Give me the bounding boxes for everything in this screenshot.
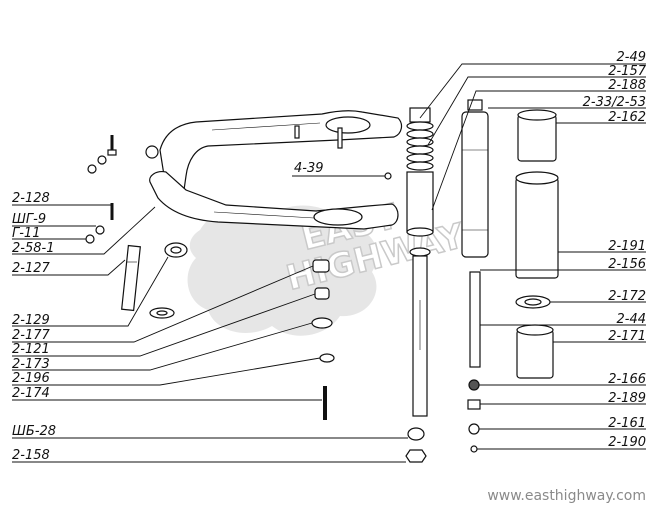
damper-washer xyxy=(409,247,431,257)
bolt-2-189 xyxy=(467,399,481,410)
washer-2-129-hole xyxy=(156,310,168,316)
bushing-2-121 xyxy=(314,287,330,300)
lead-2-127 xyxy=(12,259,126,276)
swing-arm xyxy=(145,110,403,230)
sleeve-2-162 xyxy=(517,114,557,162)
nut-4-39 xyxy=(384,172,392,180)
lead-2-196 xyxy=(12,357,321,386)
swing-arm-upper-eye xyxy=(325,116,371,134)
washer-2-196 xyxy=(319,353,335,363)
upper-casing-2-33 xyxy=(461,111,489,258)
sleeve-2-191-top xyxy=(515,171,559,185)
sleeve-2-171-top xyxy=(516,324,554,336)
washer-top xyxy=(97,155,107,165)
nut-g11 xyxy=(85,234,95,244)
pin-2-127 xyxy=(121,244,141,312)
lead-2-157 xyxy=(427,76,646,146)
bolt-top-head xyxy=(107,149,117,156)
telescopic-unit xyxy=(461,99,489,453)
lead-2-49 xyxy=(419,63,646,119)
part-labels: 2-49 2-157 2-188 2-33/2-53 2-162 4-39 2-… xyxy=(12,50,647,463)
label-g11: Г-11 xyxy=(12,226,40,241)
label-2-129: 2-129 xyxy=(12,313,50,328)
label-2-191: 2-191 xyxy=(608,239,646,254)
label-2-128: 2-128 xyxy=(12,191,50,206)
nut-2-161 xyxy=(468,423,480,435)
label-2-189: 2-189 xyxy=(608,391,646,406)
label-shb28: ШБ-28 xyxy=(12,424,56,439)
washer-2-190 xyxy=(470,445,478,453)
washer-2-173 xyxy=(311,317,333,329)
lead-2-188 xyxy=(431,90,646,211)
watermark-splash xyxy=(187,205,378,336)
label-shg9: ШГ-9 xyxy=(12,212,46,227)
damper-column xyxy=(405,107,434,463)
sleeve-2-162-top xyxy=(517,109,557,121)
swing-arm-stud xyxy=(294,125,300,139)
right-sleeves xyxy=(515,109,559,379)
spring-seat-top xyxy=(409,107,431,123)
pin-assembly xyxy=(121,242,188,319)
label-2-173: 2-173 xyxy=(12,357,50,372)
label-2-174: 2-174 xyxy=(12,386,50,401)
leader-lines xyxy=(12,63,646,463)
label-2-190: 2-190 xyxy=(608,435,646,450)
swing-arm-hatch xyxy=(211,122,321,131)
label-4-39: 4-39 xyxy=(294,161,324,176)
label-2-171: 2-171 xyxy=(608,329,646,344)
top-cap-2-33 xyxy=(467,99,483,111)
label-2-49: 2-49 xyxy=(616,50,646,65)
label-2-162: 2-162 xyxy=(608,110,646,125)
label-2-158: 2-158 xyxy=(12,448,50,463)
label-2-33: 2-33/2-53 xyxy=(583,95,646,110)
sleeve-2-171 xyxy=(516,329,554,379)
label-2-44: 2-44 xyxy=(616,312,646,327)
label-2-172: 2-172 xyxy=(608,289,646,304)
sleeve-2-191 xyxy=(515,177,559,279)
label-2-188: 2-188 xyxy=(608,78,646,93)
lead-2-58-1 xyxy=(12,206,156,255)
swing-arm-hatch-2 xyxy=(213,211,315,219)
label-2-161: 2-161 xyxy=(608,416,646,431)
nut-2-158 xyxy=(405,449,427,463)
damper-tube-collar xyxy=(406,227,434,237)
label-2-121: 2-121 xyxy=(12,342,50,357)
left-fasteners xyxy=(85,135,117,244)
website-footer: www.easthighway.com xyxy=(487,488,646,504)
label-2-157: 2-157 xyxy=(608,64,647,79)
lead-2-177 xyxy=(12,265,314,343)
label-2-127: 2-127 xyxy=(12,261,51,276)
washer-shg9 xyxy=(95,225,105,235)
spring-2-188 xyxy=(406,121,434,171)
label-2-58-1: 2-58-1 xyxy=(12,241,54,256)
washer-2-58-1-hole xyxy=(170,246,182,254)
lead-2-173 xyxy=(12,322,313,371)
label-2-177: 2-177 xyxy=(12,328,51,343)
swing-arm-pin xyxy=(337,127,343,149)
label-2-196: 2-196 xyxy=(12,371,50,386)
nut-2-166 xyxy=(468,379,480,391)
swing-arm-front-eye xyxy=(145,145,159,159)
label-2-156: 2-156 xyxy=(608,257,646,272)
label-2-166: 2-166 xyxy=(608,372,646,387)
swing-arm-lower-eye xyxy=(313,208,363,226)
ring-shb28 xyxy=(407,427,425,441)
ring-2-172-hole xyxy=(524,298,542,306)
rod-2-44 xyxy=(469,271,481,368)
damper-tube-upper xyxy=(406,171,434,233)
lead-2-129 xyxy=(12,256,169,327)
lead-2-121 xyxy=(12,293,316,357)
bushing-2-177 xyxy=(312,259,330,273)
center-small-parts xyxy=(311,172,392,420)
nut-top xyxy=(87,164,97,174)
